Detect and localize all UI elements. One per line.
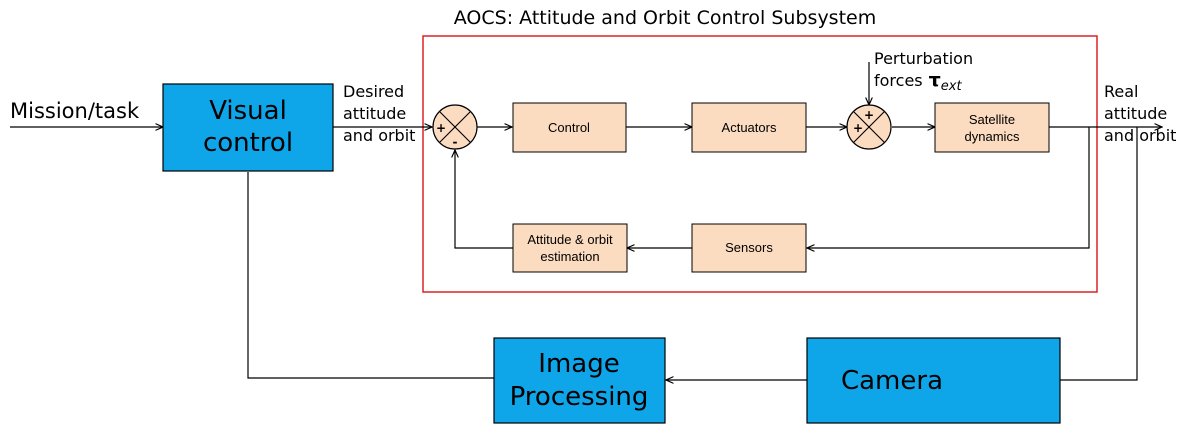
tau-symbol: τ	[929, 69, 941, 91]
camera-label: Camera	[841, 366, 943, 396]
image-processing-label-line2: Processing	[510, 382, 649, 412]
summing-junction-2: + +	[846, 104, 892, 150]
satellite-dynamics-block	[934, 102, 1050, 153]
summing-junction-1: + -	[432, 104, 478, 150]
real-label-line1: Real	[1104, 82, 1139, 101]
visual-control-label-line2: control	[203, 128, 293, 158]
control-block	[512, 102, 627, 153]
control-label: Control	[548, 120, 590, 135]
desired-label-line2: attitude	[343, 104, 406, 123]
actuators-block	[691, 102, 807, 153]
aocs-boundary	[422, 35, 1098, 293]
camera-block	[806, 337, 1061, 424]
aocs-title: AOCS: Attitude and Orbit Control Subsyst…	[454, 7, 876, 29]
summing-junction-2-sign-top: +	[864, 108, 874, 122]
perturbation-forces-word: forces	[874, 71, 923, 90]
tau-subscript: ext	[941, 79, 963, 94]
actuators-label: Actuators	[722, 120, 777, 135]
estimation-block	[512, 223, 628, 273]
wire-feedback-to-sensors	[807, 127, 1090, 248]
summing-junction-1-sign-bottom: -	[453, 135, 458, 149]
summing-junction-1-sign-left: +	[436, 121, 446, 135]
satellite-dynamics-label-line2: dynamics	[965, 129, 1020, 144]
estimation-label-line2: estimation	[540, 249, 599, 264]
perturbation-label-line1: Perturbation	[874, 49, 973, 68]
image-processing-label-line1: Image	[538, 349, 619, 379]
wire-image-processing-to-visual	[247, 172, 494, 379]
sensors-label: Sensors	[725, 240, 773, 255]
summing-junction-2-sign-left: +	[853, 121, 863, 135]
sensors-block	[691, 223, 807, 273]
wire-output-to-camera	[1060, 127, 1138, 381]
visual-control-label-line1: Visual	[209, 96, 287, 126]
visual-control-block	[162, 83, 334, 172]
desired-label-line3: and orbit	[343, 126, 415, 145]
mission-task-label: Mission/task	[10, 99, 140, 123]
estimation-label-line1: Attitude & orbit	[527, 232, 613, 247]
desired-label-line1: Desired	[343, 82, 404, 101]
image-processing-block	[493, 337, 666, 424]
satellite-dynamics-label-line1: Satellite	[969, 112, 1015, 127]
wire-estimation-to-sum1	[455, 150, 513, 249]
real-label-line3: and orbit	[1104, 126, 1176, 145]
real-label-line2: attitude	[1104, 104, 1167, 123]
